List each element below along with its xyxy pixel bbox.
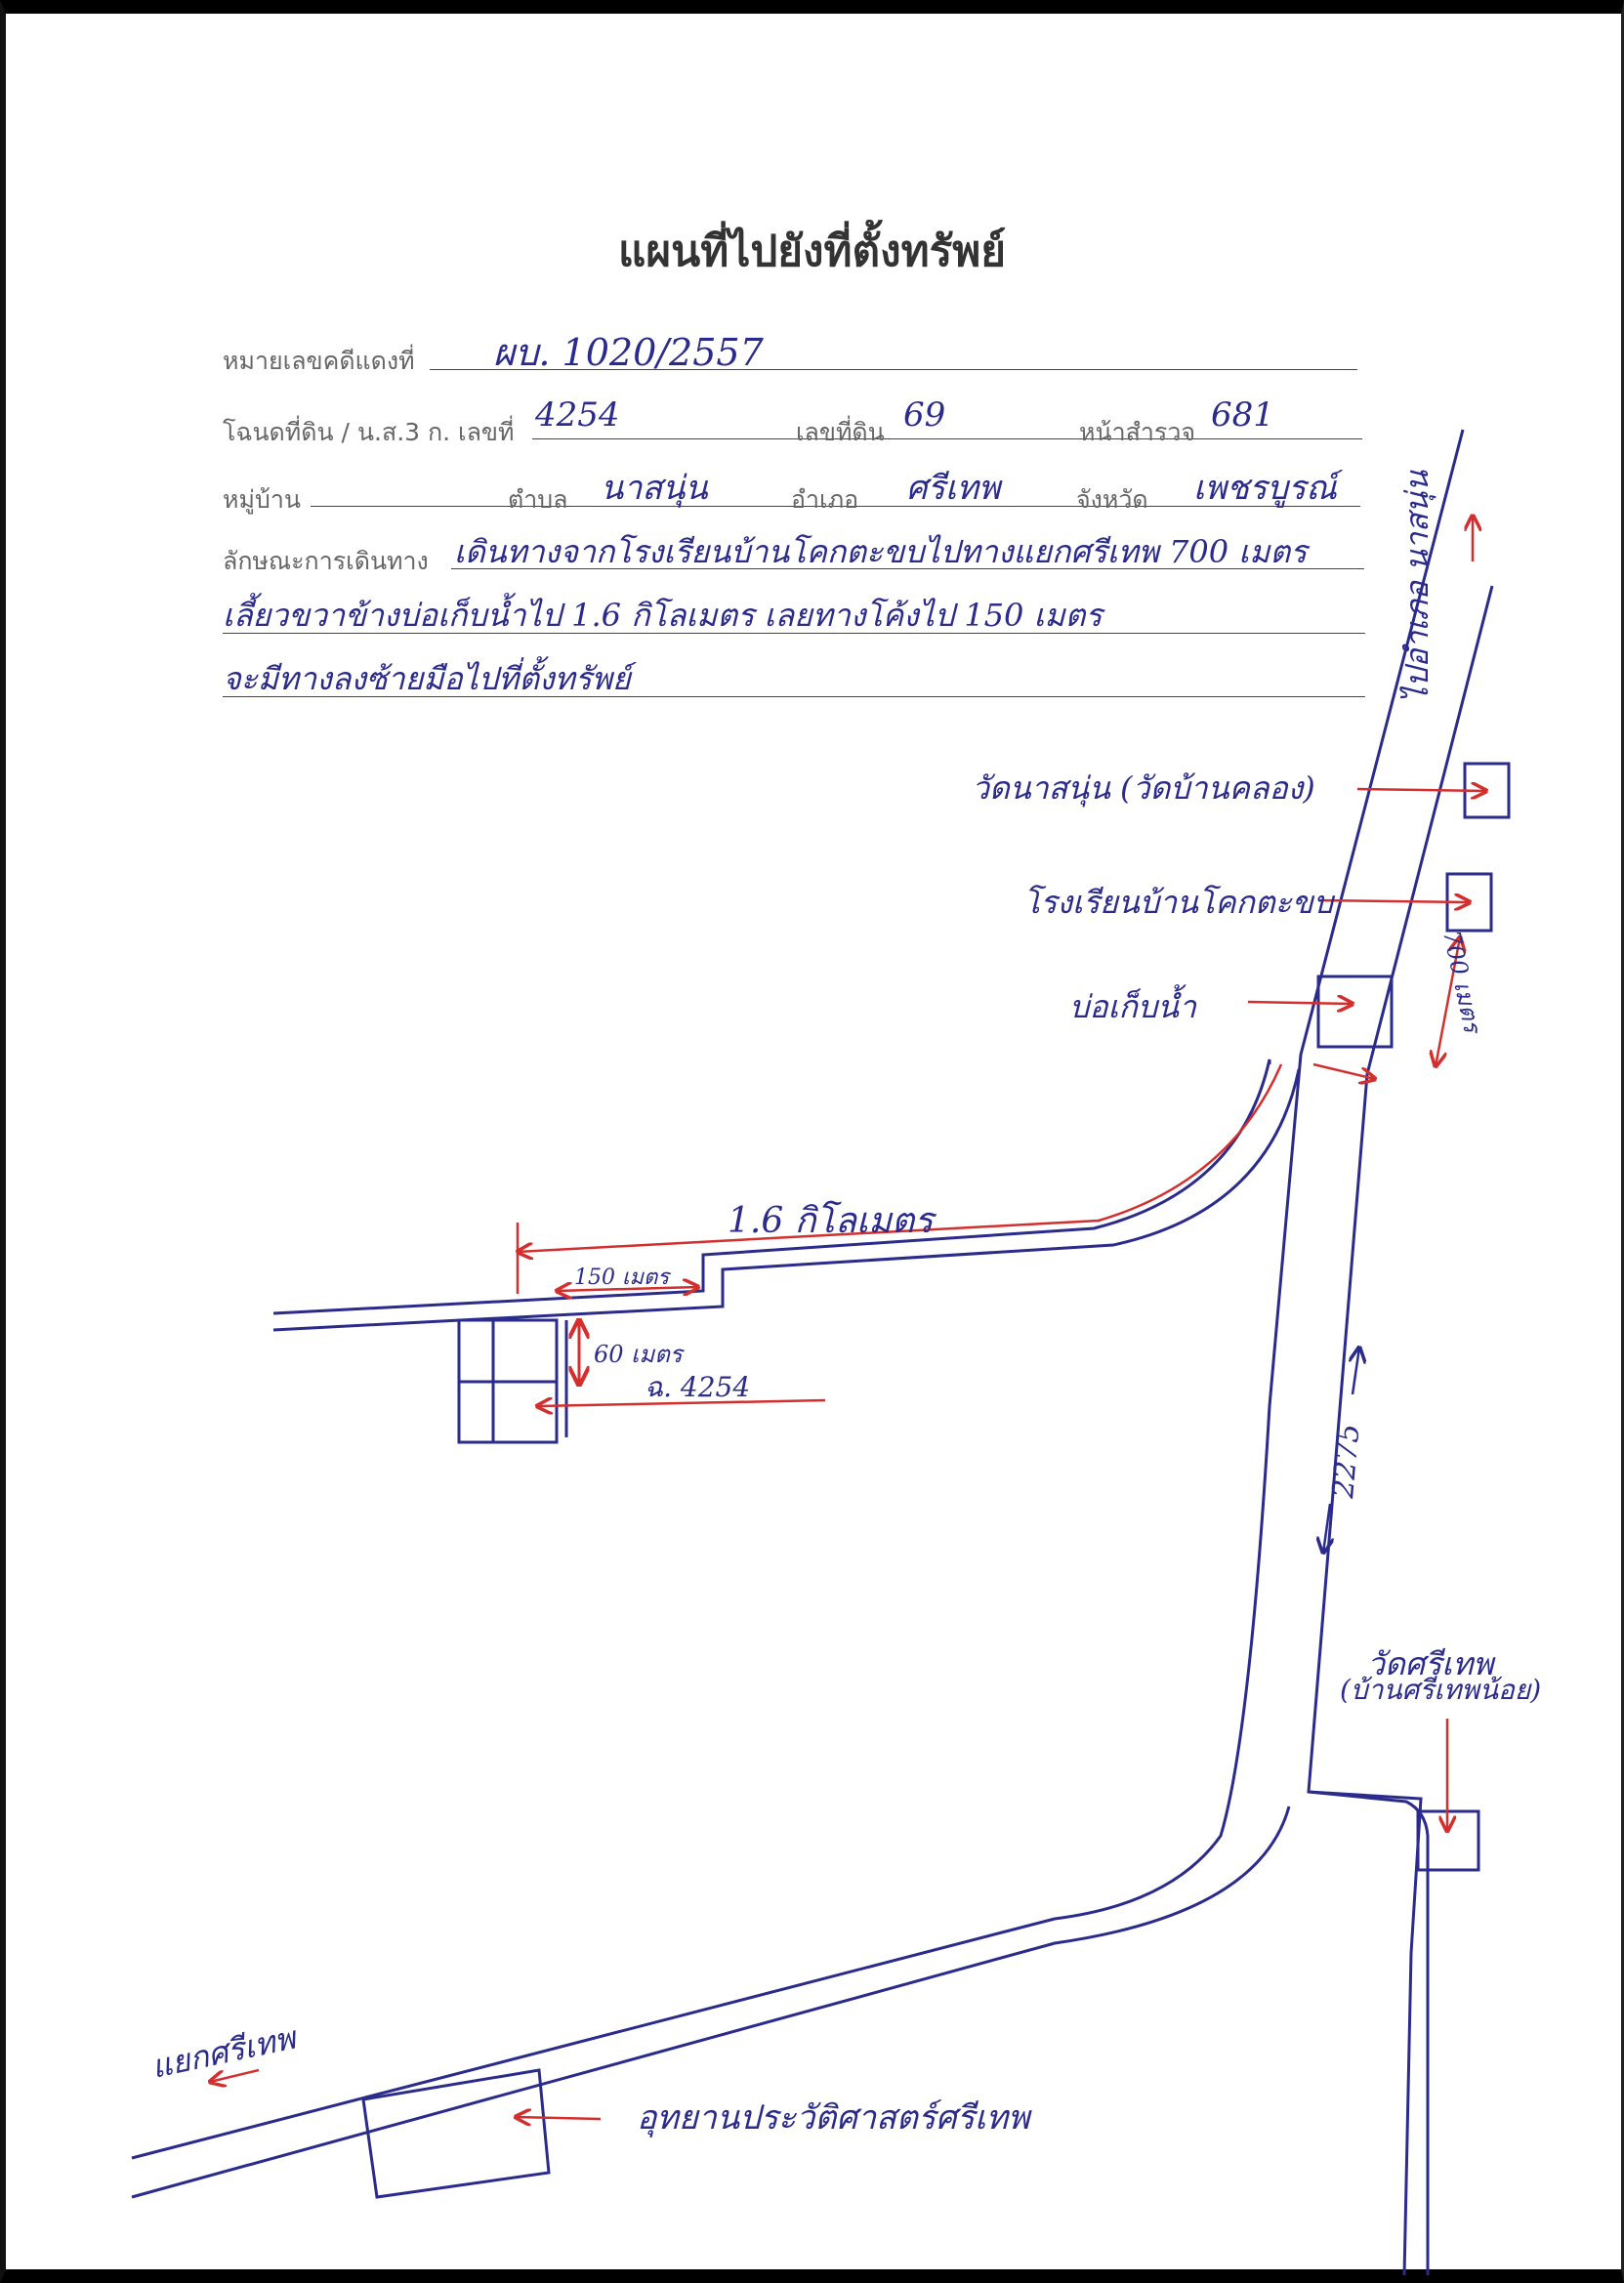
arrow-wat-na-sanun	[1356, 789, 1486, 791]
reservoir-label: บ่อเก็บน้ำ	[1069, 984, 1197, 1025]
dist-60-label: 60 เมตร	[594, 1341, 686, 1368]
arrow-deed	[537, 1400, 826, 1406]
road-number-label: 2275	[1326, 1423, 1367, 1501]
dist-700-arrow	[1436, 937, 1460, 1066]
to-na-sanun-label: ไปอำเภอ นาสนุ่น	[1398, 470, 1437, 703]
route-label: ลักษณะการเดินทาง	[223, 547, 429, 575]
wat-si-thep-label: วัดศรีเทพ	[1367, 1645, 1496, 1682]
case-number-value: ผบ. 1020/2557	[493, 331, 764, 374]
dist-150-label: 150 เมตร	[574, 1266, 672, 1290]
survey-page-value: 681	[1211, 395, 1274, 435]
arrow-school	[1317, 900, 1470, 902]
route-line-3	[223, 696, 1365, 697]
historical-park-label: อุทยานประวัติศาสตร์ศรีเทพ	[637, 2098, 1032, 2138]
side-road-upper-edge	[272, 1058, 1271, 1315]
route-line-2	[223, 633, 1365, 634]
location-row-line	[311, 506, 1360, 507]
arrow-historical-park	[516, 2117, 602, 2119]
province-value: เพชรบูรณ์	[1193, 469, 1337, 508]
district-label: อำเภอ	[791, 485, 859, 514]
arrow-si-thep-junction	[210, 2068, 260, 2082]
deed-number-value: 4254	[535, 395, 620, 435]
route-text-1: เดินทางจากโรงเรียนบ้านโคกตะขบไปทางแยกศรี…	[454, 533, 1308, 570]
village-label: หมู่บ้าน	[223, 485, 301, 514]
dist-150-arrow	[557, 1287, 698, 1291]
dist-1-6-label: 1.6 กิโลเมตร	[728, 1200, 937, 1241]
wat-na-sanun-label: วัดนาสนุ่น (วัดบ้านคลอง)	[972, 769, 1315, 808]
province-label: จังหวัด	[1076, 485, 1148, 514]
land-number-label: เลขที่ดิน	[796, 418, 885, 446]
subdistrict-label: ตำบล	[508, 485, 568, 514]
arrow-turn	[1312, 1062, 1375, 1079]
historical-park-building	[361, 2068, 551, 2199]
wat-si-thep-sub-label: (บ้านศรีเทพน้อย)	[1340, 1674, 1541, 1706]
route-text-3: จะมีทางลงซ้ายมือไปที่ตั้งทรัพย์	[223, 660, 631, 697]
main-road-lower-edge	[131, 1806, 1291, 2199]
side-road-lower-edge	[272, 1068, 1301, 1332]
arrow-reservoir	[1247, 1002, 1353, 1004]
case-number-label: หมายเลขคดีแดงที่	[223, 347, 415, 375]
case-number-line	[430, 369, 1357, 370]
road-arrow-up	[1353, 1348, 1359, 1395]
district-value: ศรีเทพ	[906, 469, 1001, 508]
main-road-branch-edge	[1308, 1790, 1430, 2275]
si-thep-junction-label: แยกศรีเทพ	[148, 2018, 302, 2086]
school-label: โรงเรียนบ้านโคกตะขบ	[1023, 884, 1336, 921]
route-line-1	[451, 568, 1364, 569]
reservoir-building	[1316, 975, 1394, 1049]
deed-row-line	[532, 438, 1362, 439]
route-text-2: เลี้ยวขวาข้างบ่อเก็บน้ำไป 1.6 กิโลเมตร เ…	[223, 597, 1103, 634]
deed-mark-label: ฉ. 4254	[645, 1371, 750, 1403]
page-title: แผนที่ไปยังที่ตั้งทรัพย์	[617, 227, 1007, 276]
survey-page-label: หน้าสำรวจ	[1079, 418, 1196, 446]
deed-number-label: โฉนดที่ดิน / น.ส.3 ก. เลขที่	[223, 418, 515, 446]
land-number-value: 69	[903, 395, 946, 435]
dist-1-6-arrow	[518, 1063, 1283, 1252]
subdistrict-value: นาสนุ่น	[601, 469, 708, 508]
road-arrow-down	[1323, 1503, 1330, 1553]
main-road-left-edge	[131, 429, 1465, 2160]
